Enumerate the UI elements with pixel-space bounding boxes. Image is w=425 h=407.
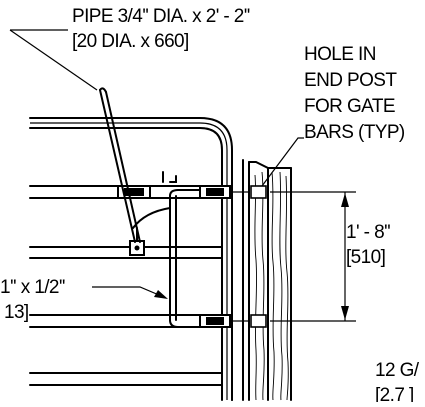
bar-callout-line1: 1'' x 1/2'' [0,277,65,298]
pipe-callout-line2: [20 DIA. x 660] [72,31,189,52]
swing-arc [132,207,171,229]
wooden-end-post [248,161,292,401]
dimension-metric-label: [510] [346,247,385,268]
latch-bar-assembly [117,171,250,328]
post-hole-bottom [250,314,267,328]
gate-top-rail [29,117,233,401]
pipe-handle [99,87,141,243]
hole-callout-line4: BARS (TYP) [304,122,405,143]
gauge-callout-line2: [2.7 ] [375,385,414,402]
gate-end-upright [231,159,244,401]
bar-callout-line2: 13] [4,302,29,323]
dimension-1ft-8in [270,191,356,322]
pipe-callout-line1: PIPE 3/4'' DIA. x 2' - 2'' [72,6,250,27]
hole-callout-line1: HOLE IN [304,44,376,65]
dimension-imperial-label: 1' - 8'' [346,222,390,243]
latch-bracket [162,171,177,183]
hole-callout-line2: END POST [304,70,397,91]
gauge-callout-line1: 12 G/ [375,360,420,381]
hole-callout-line3: FOR GATE [304,96,395,117]
hole-leader [261,137,304,187]
post-hole-top [250,185,267,199]
